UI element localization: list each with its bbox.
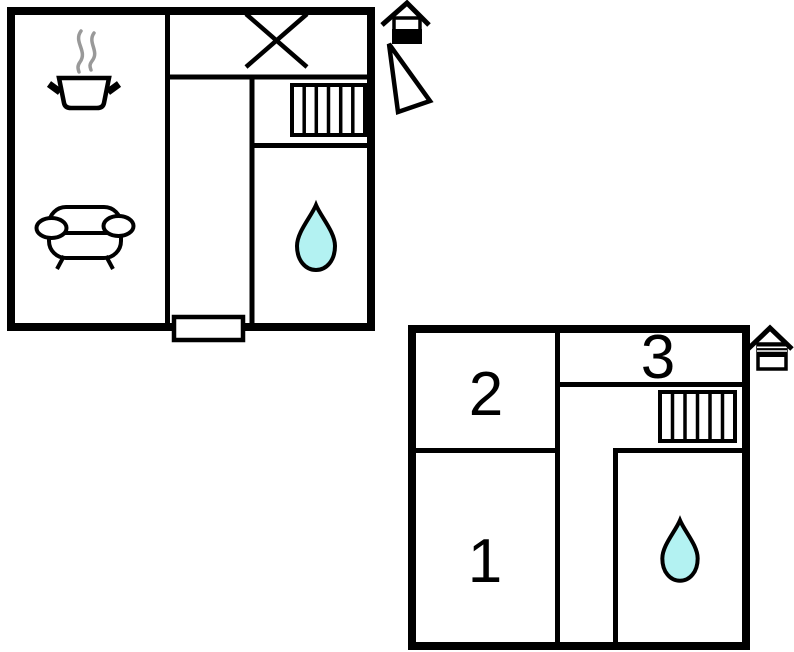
sofa-icon — [34, 205, 136, 270]
radiator-icon — [658, 390, 737, 443]
pot-handle — [105, 81, 122, 95]
room-label-1: 1 — [468, 527, 502, 596]
outer-wall — [408, 325, 750, 650]
entrance-door — [171, 314, 246, 343]
room-label-3: 3 — [641, 323, 675, 392]
outer-wall — [7, 7, 375, 331]
crossed-area-x-icon — [244, 12, 309, 69]
upper-floor-plan: 1 2 3 — [408, 323, 750, 650]
kitchen-hob-icon — [46, 29, 122, 111]
radiator-icon — [290, 83, 367, 137]
pot-body — [56, 75, 112, 111]
steam-line — [76, 29, 85, 74]
entrance-arrow-icon — [386, 42, 434, 116]
water-drop-icon — [660, 515, 700, 583]
ground-floor-house-icon — [380, 0, 431, 44]
upper-floor-house-icon — [746, 324, 794, 371]
room-label-2: 2 — [469, 360, 503, 429]
ground-floor-plan — [7, 7, 375, 343]
water-drop-icon — [294, 199, 338, 273]
steam-line — [88, 31, 97, 72]
pot-handle — [46, 81, 63, 95]
